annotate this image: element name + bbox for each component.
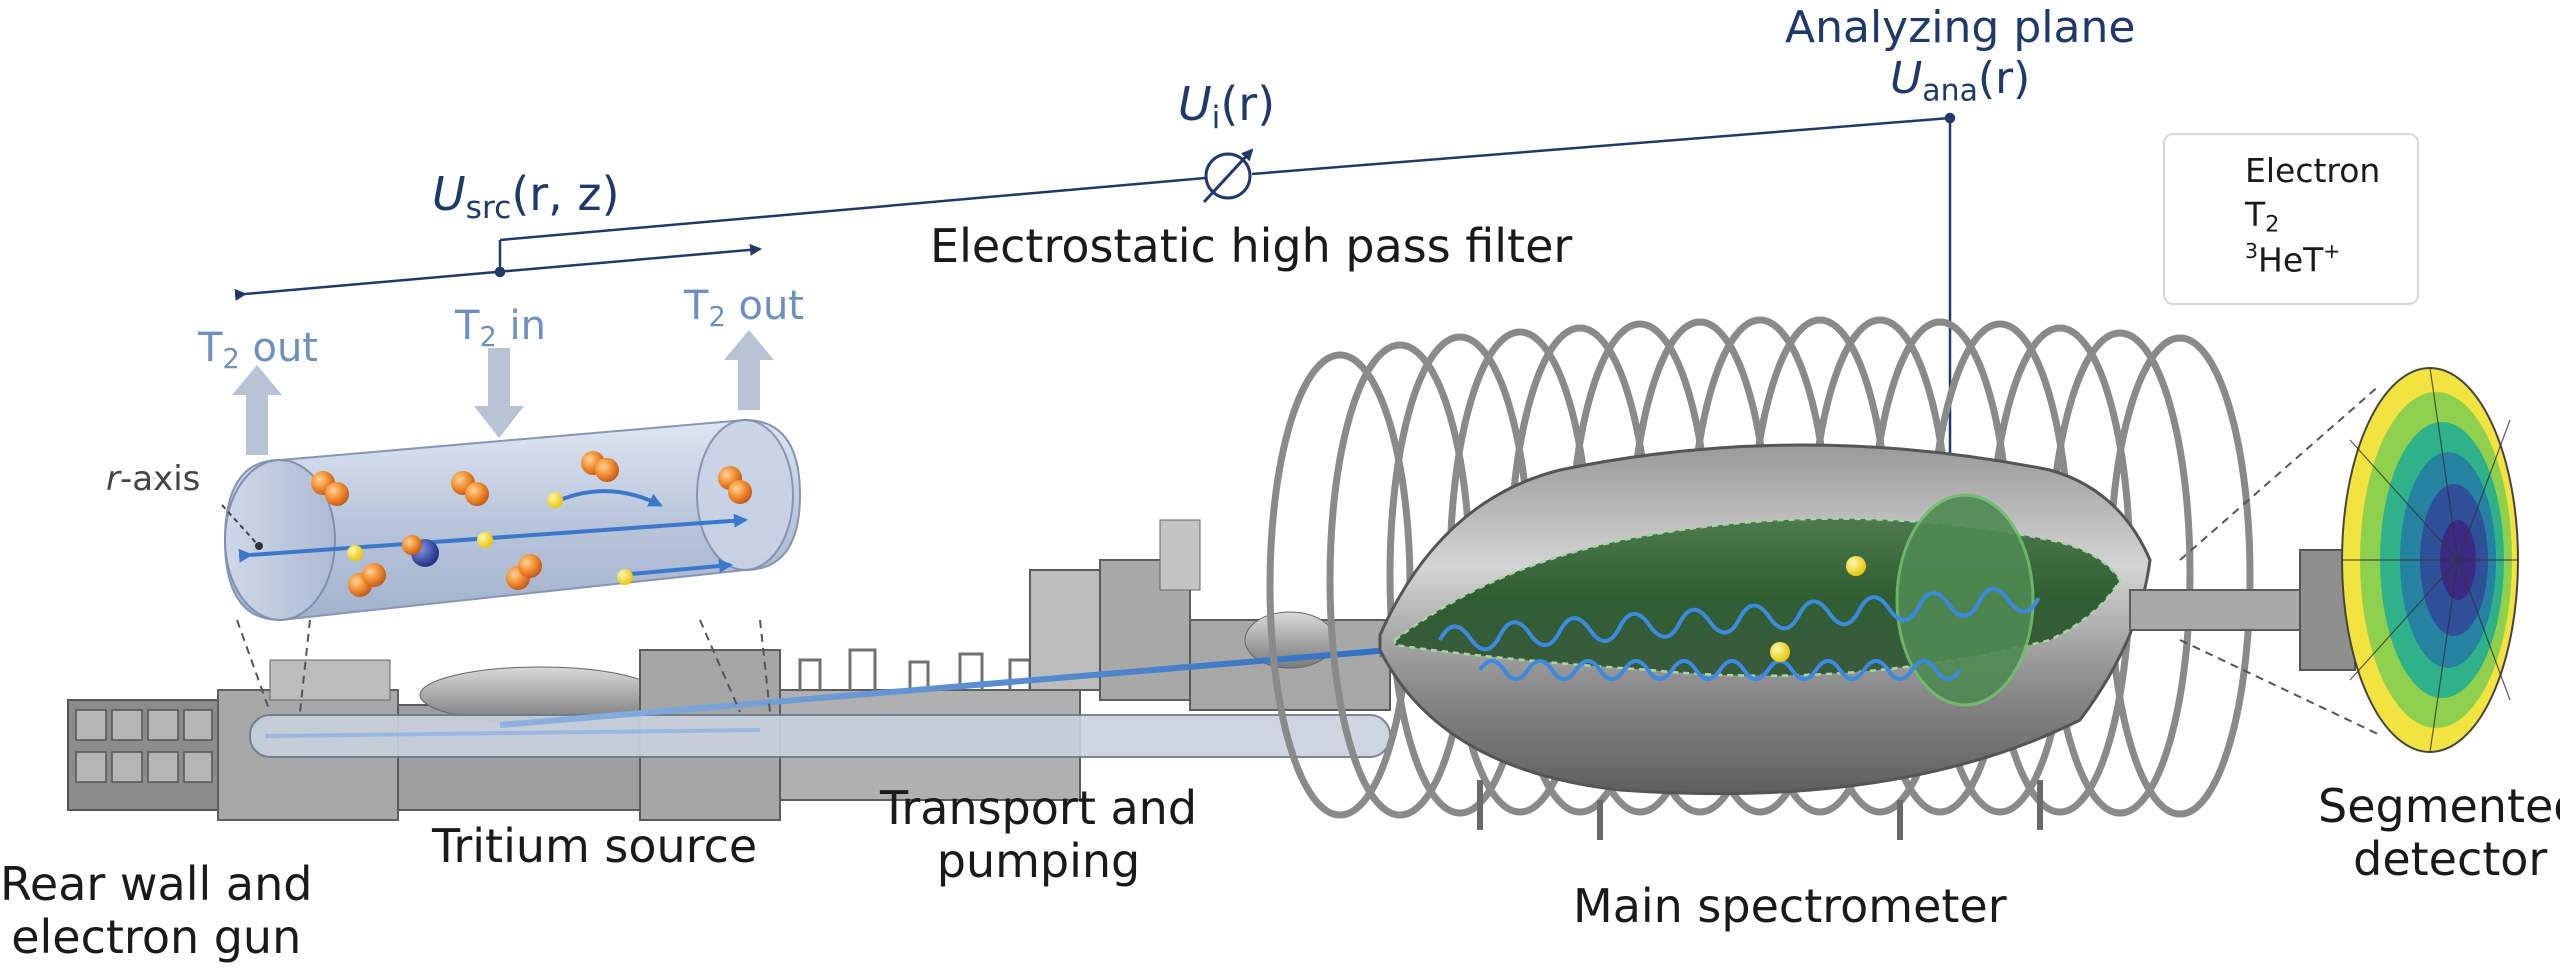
legend-ion: 3HeT+: [2245, 239, 2340, 279]
u-i-argument: (r): [1220, 77, 1276, 131]
legend-ion-mass-number: 3: [2245, 239, 2259, 263]
r-axis-letter: r: [106, 459, 120, 499]
transport-line-2: pumping: [936, 833, 1141, 888]
tritium-source-zoom-cylinder: [223, 418, 802, 622]
t2-out-right-subscript: 2: [708, 301, 726, 333]
t2-in-subscript: 2: [479, 321, 497, 353]
u-ana-subscript: ana: [1922, 73, 1978, 109]
legend-t2-subscript: 2: [2265, 211, 2280, 238]
t2-gas-arrows: [232, 330, 774, 455]
legend-t2-letter: T: [2245, 195, 2266, 234]
t2-out-left-suffix: out: [239, 325, 318, 371]
u-ana-letter: U: [1890, 52, 1923, 104]
u-i-subscript: i: [1211, 99, 1221, 136]
u-i-label: Ui(r): [1178, 78, 1275, 137]
electron-particles: [347, 492, 633, 585]
legend-electron: Electron: [2245, 151, 2381, 190]
t2-out-left-letter: T: [198, 325, 223, 371]
r-axis-label: r-axis: [106, 459, 201, 499]
beamline-machinery: [67, 519, 1393, 821]
t2-out-right-letter: T: [684, 283, 709, 329]
legend-box: Electron T2 3HeT+: [2163, 133, 2419, 305]
r-axis-suffix: -axis: [119, 459, 201, 499]
t2-in-label: T2 in: [455, 303, 546, 353]
zoom-projection-lines: [236, 619, 771, 713]
rear-wall-line-1: Rear wall and: [0, 857, 313, 911]
t2-in-suffix: in: [496, 303, 546, 349]
rear-wall-line-2: electron gun: [11, 909, 302, 964]
u-i-letter: U: [1178, 77, 1212, 131]
analyzing-plane-label: Analyzing plane Uana(r): [1785, 2, 2136, 108]
segmented-line-2: detector: [2353, 831, 2548, 886]
u-ana-symbol: Uana(r): [1890, 52, 2031, 108]
analyzing-plane-text: Analyzing plane: [1785, 2, 2136, 53]
segmented-detector-label: Segmented detector: [2318, 780, 2560, 886]
t2-out-left-label: T2 out: [198, 325, 318, 375]
main-spectrometer-graphic: [1266, 316, 2356, 840]
potential-lines: [234, 112, 1956, 474]
t2-out-left-subscript: 2: [222, 343, 240, 375]
segmented-line-1: Segmented: [2318, 779, 2560, 833]
segmented-detector-graphic: [2179, 367, 2519, 753]
u-src-label: Usrc(r, z): [432, 168, 620, 227]
t2-out-right-label: T2 out: [684, 283, 804, 333]
legend-ion-charge: +: [2323, 239, 2341, 263]
u-src-letter: U: [432, 167, 466, 221]
legend-ion-formula: HeT: [2258, 240, 2324, 280]
tritium-source-label: Tritium source: [432, 819, 758, 873]
u-ana-argument: (r): [1977, 52, 2031, 104]
u-src-subscript: src: [465, 189, 512, 226]
u-src-argument: (r, z): [511, 167, 620, 221]
rear-wall-label: Rear wall and electron gun: [0, 858, 312, 964]
t2-out-right-suffix: out: [725, 283, 804, 329]
legend-t2: T2: [2245, 195, 2279, 238]
t2-molecules: [311, 451, 752, 597]
filter-label: Electrostatic high pass filter: [930, 219, 1573, 273]
t2-in-letter: T: [455, 303, 480, 349]
main-spectrometer-label: Main spectrometer: [1573, 879, 2007, 933]
transport-line-1: Transport and: [880, 781, 1198, 835]
transport-label: Transport and pumping: [880, 782, 1197, 888]
